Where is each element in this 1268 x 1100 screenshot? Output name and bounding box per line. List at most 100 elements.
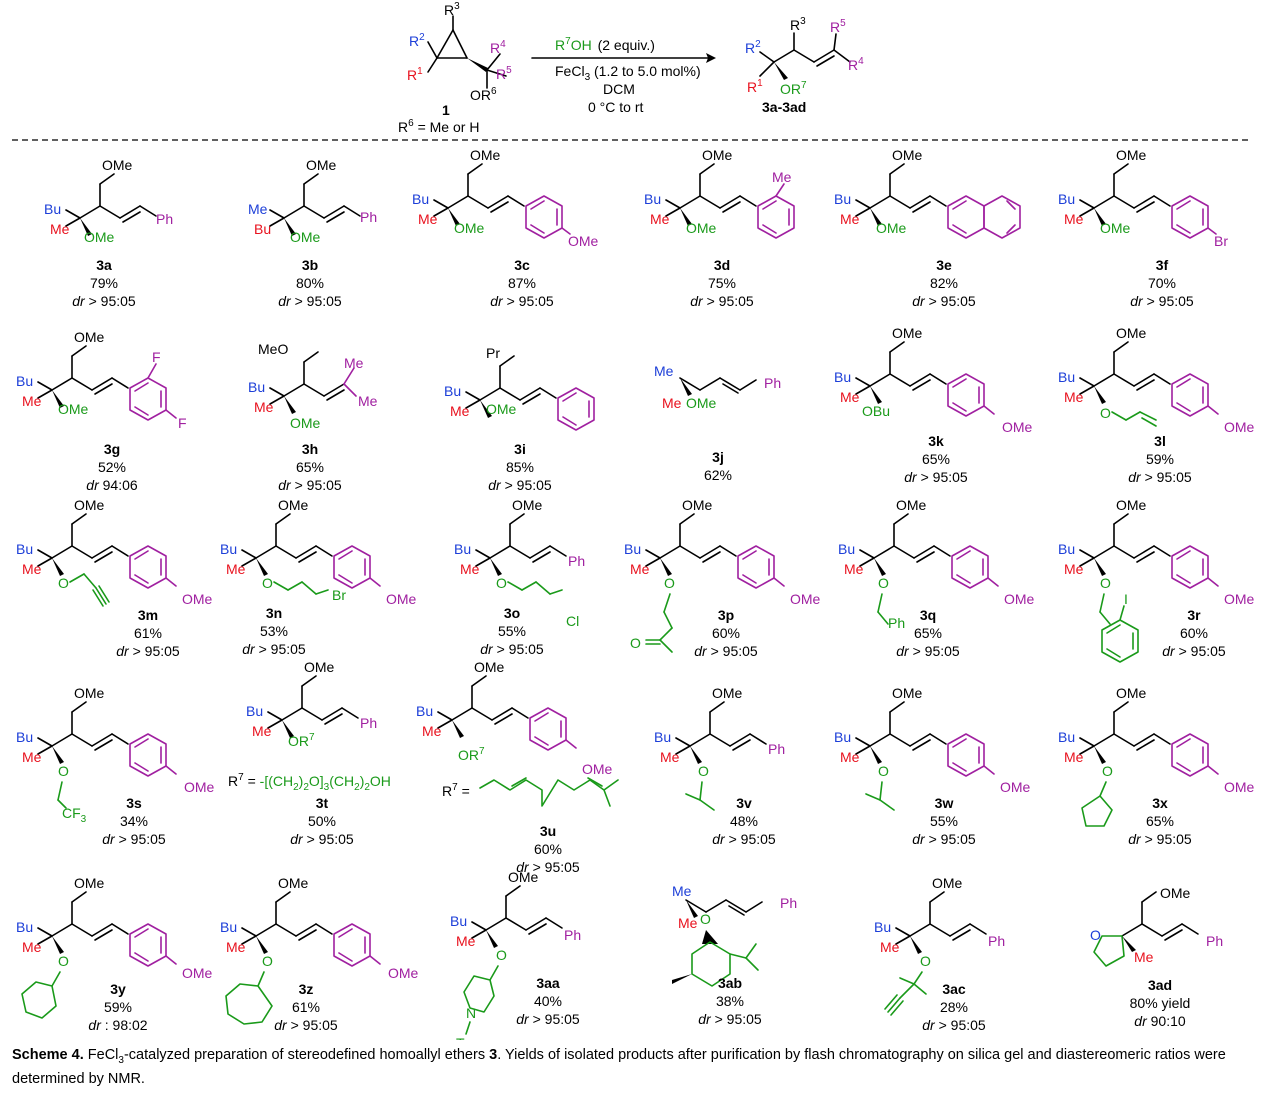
svg-text:Me: Me — [678, 915, 698, 931]
svg-text:O: O — [1090, 927, 1101, 943]
product-dr: dr > 95:05 — [694, 643, 758, 659]
svg-text:OMe: OMe — [512, 497, 543, 513]
product-id: 3d — [714, 257, 730, 273]
svg-text:Me: Me — [248, 201, 268, 217]
product-dr: dr > 95:05 — [278, 293, 342, 309]
svg-text:Ts: Ts — [456, 1035, 470, 1040]
product-dr: dr > 95:05 — [922, 1017, 986, 1033]
svg-text:O: O — [878, 763, 889, 779]
svg-text:OMe: OMe — [682, 497, 713, 513]
svg-text:Ph: Ph — [988, 933, 1005, 949]
product-dr: dr 90:10 — [1134, 1013, 1186, 1029]
product-id: 3aa — [536, 975, 560, 991]
svg-text:OMe: OMe — [1000, 779, 1031, 795]
svg-text:Me: Me — [358, 393, 378, 409]
svg-text:OMe: OMe — [712, 685, 743, 701]
svg-text:OMe: OMe — [892, 325, 923, 341]
product-yield: 82% — [930, 275, 958, 291]
svg-text:OMe: OMe — [876, 220, 907, 236]
r7-definition-3t: R7 = -[(CH2)2O]3(CH2)2OH — [228, 772, 391, 793]
svg-text:Br: Br — [1214, 233, 1228, 249]
svg-text:O: O — [878, 575, 889, 591]
svg-text:Me: Me — [772, 169, 792, 185]
svg-text:Bu: Bu — [874, 919, 891, 935]
product-dr: dr > 95:05 — [896, 643, 960, 659]
svg-text:Ph: Ph — [360, 209, 377, 225]
product-id: 3f — [1156, 257, 1169, 273]
svg-text:OMe: OMe — [182, 591, 213, 607]
product-id: 3c — [514, 257, 530, 273]
svg-text:OMe: OMe — [290, 415, 321, 431]
product-dr: dr > 95:05 — [274, 1017, 338, 1033]
svg-text:O: O — [262, 575, 273, 591]
svg-text:R1: R1 — [747, 78, 763, 95]
product-yield: 65% — [1146, 813, 1174, 829]
starting-material-cyclopropane: R3 R2 R1 R4 R5 OR6 1 R6 = Me or H — [398, 1, 512, 135]
product-yield: 65% — [922, 451, 950, 467]
svg-text:O: O — [1100, 575, 1111, 591]
svg-text:Me: Me — [456, 933, 476, 949]
svg-text:Ph: Ph — [768, 741, 785, 757]
svg-text:Me: Me — [1134, 949, 1154, 965]
svg-text:Ph: Ph — [888, 615, 905, 631]
svg-text:Pr: Pr — [486, 345, 500, 361]
svg-text:Bu: Bu — [246, 703, 263, 719]
svg-text:Ph: Ph — [568, 553, 585, 569]
svg-text:Ph: Ph — [360, 715, 377, 731]
svg-text:OMe: OMe — [1116, 685, 1147, 701]
product-yield: 70% — [1148, 275, 1176, 291]
svg-text:OMe: OMe — [182, 965, 213, 981]
reaction-arrow: R7OH (2 equiv.) FeCl3 (1.2 to 5.0 mol%) … — [531, 36, 716, 115]
svg-text:Bu: Bu — [416, 703, 433, 719]
reaction-header: R3 R2 R1 R4 R5 OR6 1 R6 = Me or H R7OH (… — [398, 1, 864, 135]
product-id: 3y — [110, 981, 126, 997]
svg-text:Me: Me — [662, 395, 682, 411]
svg-text:OMe: OMe — [1116, 497, 1147, 513]
svg-text:Ph: Ph — [564, 927, 581, 943]
svg-text:Me: Me — [460, 561, 480, 577]
product-dr: dr > 95:05 — [698, 1011, 762, 1027]
svg-text:Bu: Bu — [44, 201, 61, 217]
svg-text:O: O — [700, 911, 711, 927]
product-id: 3h — [302, 441, 318, 457]
svg-text:R5: R5 — [496, 65, 512, 82]
svg-text:Me: Me — [252, 723, 272, 739]
svg-text:Me: Me — [1064, 211, 1084, 227]
svg-text:OMe: OMe — [1224, 591, 1255, 607]
svg-text:OMe: OMe — [304, 659, 335, 675]
compound-3aa: OMeBuMePhONTs3aa40%dr > 95:05 — [450, 869, 581, 1051]
svg-text:Bu: Bu — [220, 541, 237, 557]
svg-text:OMe: OMe — [474, 659, 505, 675]
svg-text:OR7: OR7 — [288, 732, 315, 749]
svg-text:O: O — [496, 947, 507, 963]
svg-text:OR6: OR6 — [470, 86, 497, 103]
svg-text:Bu: Bu — [412, 191, 429, 207]
svg-text:Bu: Bu — [834, 191, 851, 207]
svg-text:OMe: OMe — [74, 497, 105, 513]
svg-text:OMe: OMe — [102, 157, 133, 173]
svg-text:R7 =: R7 = — [442, 782, 470, 799]
product-id: 3m — [138, 607, 158, 623]
product-id: 3a — [96, 257, 112, 273]
product-dr: dr > 95:05 — [102, 831, 166, 847]
svg-text:Bu: Bu — [1058, 541, 1075, 557]
svg-text:Me: Me — [840, 749, 860, 765]
svg-text:OMe: OMe — [892, 685, 923, 701]
product-dr: dr > 95:05 — [1128, 469, 1192, 485]
svg-text:Me: Me — [50, 221, 70, 237]
svg-text:O: O — [58, 953, 69, 969]
product-yield: 61% — [134, 625, 162, 641]
product-yield: 85% — [506, 459, 534, 475]
reaction-scheme: R3 R2 R1 R4 R5 OR6 1 R6 = Me or H R7OH (… — [12, 1, 1255, 1051]
product-dr: dr > 95:05 — [480, 641, 544, 657]
svg-text:OMe: OMe — [702, 147, 733, 163]
